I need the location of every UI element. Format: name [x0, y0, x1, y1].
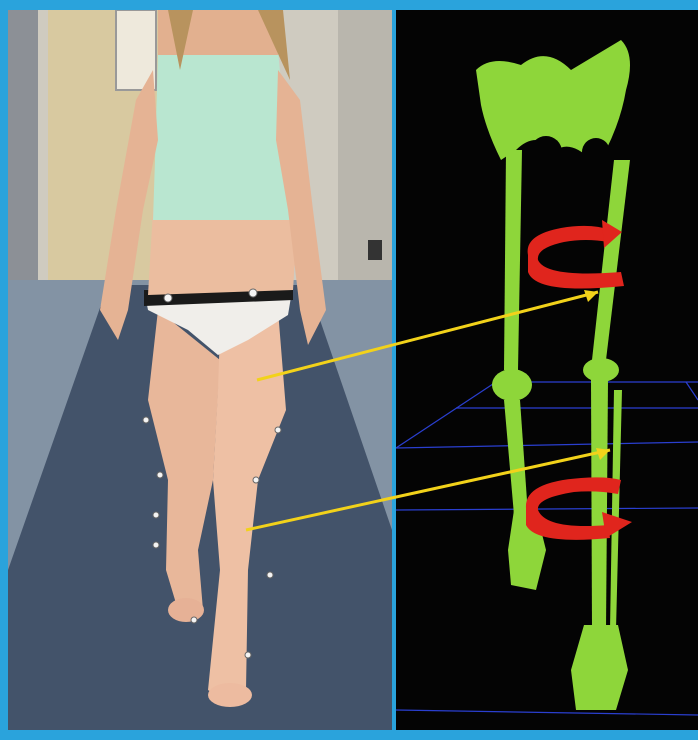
left-tibia [504, 400, 528, 515]
right-fibula [610, 390, 622, 630]
walking-subject-photo [8, 10, 392, 730]
3d-leg-skeleton-model [396, 10, 698, 730]
left-knee [492, 369, 532, 401]
torso [148, 210, 298, 295]
photo-drawing [8, 10, 392, 730]
left-femur [504, 150, 522, 370]
right-femur [592, 160, 630, 360]
right-tibia [591, 380, 608, 630]
right-foot [571, 625, 628, 710]
right-knee [583, 358, 619, 382]
tank-top [153, 50, 290, 220]
floor-grid [396, 382, 698, 715]
render-drawing [396, 10, 698, 730]
